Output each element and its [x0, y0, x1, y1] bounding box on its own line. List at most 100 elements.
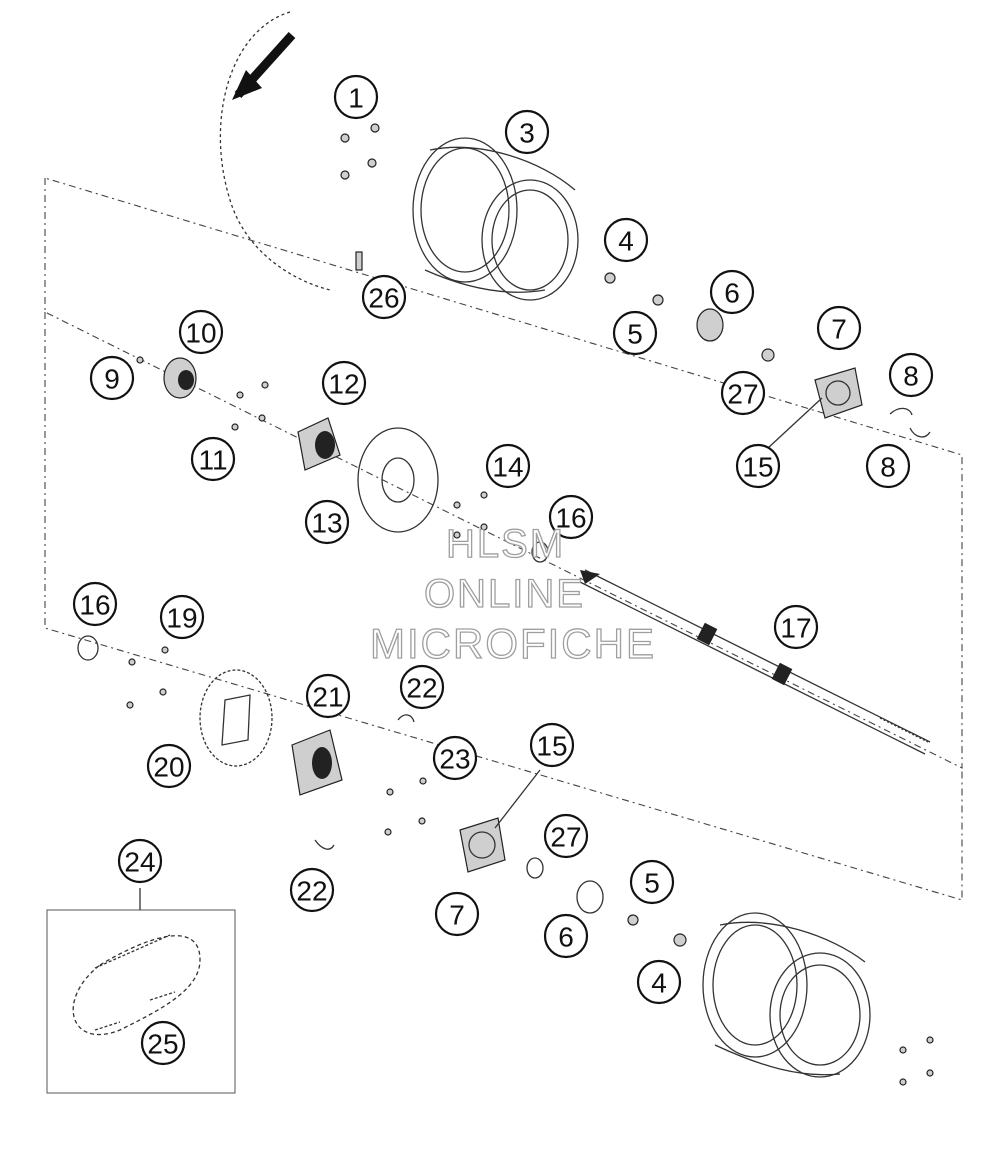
watermark-line-2: ONLINE	[423, 571, 585, 616]
callout-circle	[89, 355, 135, 401]
callout-c4b: 4	[636, 959, 682, 1005]
callout-circle	[612, 310, 658, 356]
callout-circle	[140, 1020, 186, 1066]
callout-c4a: 4	[603, 217, 649, 263]
callout-c5a: 5	[612, 310, 658, 356]
callout-circle	[529, 722, 575, 768]
assembly-group-outlines	[44, 177, 963, 901]
callout-c23: 23	[432, 735, 478, 781]
bearing-spacers	[77, 308, 931, 914]
callout-c3: 3	[504, 109, 550, 155]
callout-number: 20	[153, 752, 184, 783]
callout-circle	[190, 436, 236, 482]
callout-circle	[888, 352, 934, 398]
callout-c7b: 7	[434, 891, 480, 937]
callout-number: 17	[780, 613, 811, 644]
callout-circle	[735, 443, 781, 489]
callout-circle	[434, 891, 480, 937]
callout-circle	[289, 867, 335, 913]
rotation-arrow	[219, 11, 331, 291]
callout-c19: 19	[159, 594, 205, 640]
leader-lines	[139, 397, 823, 910]
callout-c6b: 6	[543, 913, 589, 959]
callout-number: 9	[104, 364, 120, 395]
callout-number: 19	[166, 603, 197, 634]
callout-circle	[865, 443, 911, 489]
callout-circle	[305, 673, 351, 719]
callout-circle	[773, 604, 819, 650]
callout-number: 27	[727, 379, 758, 410]
callout-number: 22	[296, 876, 327, 907]
fastener-nuts	[126, 123, 934, 1086]
callout-number: 12	[328, 369, 359, 400]
callout-circle	[432, 735, 478, 781]
callout-number: 22	[406, 673, 437, 704]
callout-number: 13	[311, 508, 342, 539]
callout-circle	[603, 217, 649, 263]
callout-circle	[636, 959, 682, 1005]
callout-circle	[720, 370, 766, 416]
callout-c26: 26	[361, 274, 407, 320]
callout-circle	[816, 305, 862, 351]
callout-c13: 13	[304, 499, 350, 545]
callout-c14: 14	[485, 443, 531, 489]
callout-circle	[159, 594, 205, 640]
callout-number: 5	[644, 868, 660, 899]
watermark-line-3: MICROFICHE	[369, 619, 656, 667]
bearing-carriers	[163, 357, 863, 873]
callout-number: 10	[185, 318, 216, 349]
callout-circle	[543, 813, 589, 859]
callout-circle	[709, 269, 755, 315]
callout-c8b: 8	[865, 443, 911, 489]
callout-c16b: 16	[72, 581, 118, 627]
sprocket	[199, 669, 273, 767]
callout-circle	[117, 838, 163, 884]
callout-c22b: 22	[289, 867, 335, 913]
callout-number: 15	[536, 731, 567, 762]
callout-circle	[485, 443, 531, 489]
callout-circle	[543, 913, 589, 959]
callout-number: 25	[147, 1029, 178, 1060]
callout-circle	[629, 859, 675, 905]
callout-c24: 24	[117, 838, 163, 884]
callout-circle	[504, 109, 550, 155]
callout-number: 21	[312, 682, 343, 713]
callout-number: 4	[618, 226, 634, 257]
wheel-rim-top	[412, 137, 579, 301]
callout-c15b: 15	[529, 722, 575, 768]
callout-number: 7	[449, 900, 465, 931]
callout-number: 1	[348, 83, 364, 114]
callout-c1: 1	[333, 74, 379, 120]
callout-number: 26	[368, 283, 399, 314]
callout-c22a: 22	[399, 664, 445, 710]
callout-c15a: 15	[735, 443, 781, 489]
callout-c5b: 5	[629, 859, 675, 905]
callout-number: 3	[519, 118, 535, 149]
callout-number: 4	[651, 968, 667, 999]
callout-c10: 10	[178, 309, 224, 355]
callout-number: 8	[903, 361, 919, 392]
callout-number: 24	[124, 847, 155, 878]
callout-number: 15	[742, 452, 773, 483]
callout-number: 5	[627, 319, 643, 350]
callout-circle	[361, 274, 407, 320]
callout-number: 8	[880, 452, 896, 483]
callout-circle	[321, 360, 367, 406]
callout-c9: 9	[89, 355, 135, 401]
callout-c7a: 7	[816, 305, 862, 351]
callout-c21: 21	[305, 673, 351, 719]
wheel-rim-bottom	[702, 912, 871, 1078]
callout-c27a: 27	[720, 370, 766, 416]
callout-c16a: 16	[548, 494, 594, 540]
callout-circle	[178, 309, 224, 355]
callout-circle	[548, 494, 594, 540]
callout-c20: 20	[146, 743, 192, 789]
drive-chain	[46, 909, 236, 1094]
callout-c8a: 8	[888, 352, 934, 398]
callout-c11: 11	[190, 436, 236, 482]
callout-number: 27	[550, 822, 581, 853]
callout-c6a: 6	[709, 269, 755, 315]
callout-c25: 25	[140, 1020, 186, 1066]
callout-number: 11	[198, 445, 227, 476]
